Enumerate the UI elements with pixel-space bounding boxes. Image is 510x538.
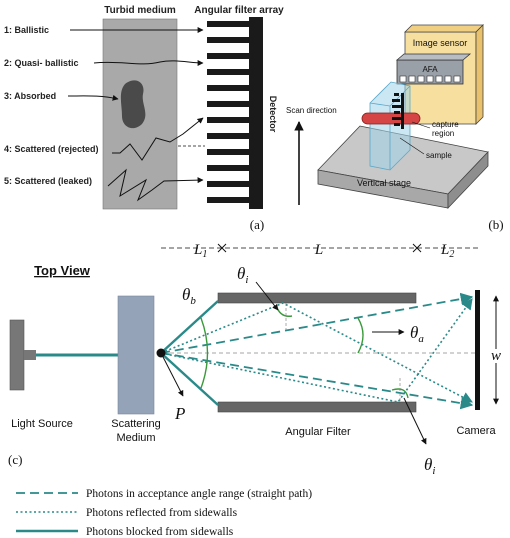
light-source-label: Light Source bbox=[11, 418, 73, 430]
panel-a: Turbid medium Angular filter array Detec… bbox=[4, 5, 284, 232]
p-pointer bbox=[160, 352, 184, 397]
turbid-medium-title: Turbid medium bbox=[104, 5, 176, 16]
capture-label: capture bbox=[432, 120, 459, 129]
dim-l1: L1 bbox=[193, 242, 207, 260]
photon-blocked-bottom bbox=[160, 352, 219, 406]
theta-b-label: θb bbox=[182, 285, 196, 307]
path-absorbed bbox=[67, 94, 119, 101]
panel-b-label: (b) bbox=[488, 217, 503, 232]
pixel-comb bbox=[392, 93, 404, 129]
dimension-ticks bbox=[217, 243, 422, 253]
row-label-scattered-leaked: 5: Scattered (leaked) bbox=[4, 176, 92, 186]
light-source-stem bbox=[24, 350, 36, 360]
angular-filter-top-wall bbox=[217, 292, 417, 304]
row-label-scattered-rejected: 4: Scattered (rejected) bbox=[4, 144, 99, 154]
theta-i-pointer-bottom bbox=[403, 397, 427, 445]
scan-direction-label: Scan direction bbox=[286, 106, 337, 115]
w-label: w bbox=[491, 348, 501, 364]
photon-blocked-top bbox=[160, 300, 219, 354]
detector-label: Detector bbox=[268, 96, 278, 133]
theta-i-arc-top bbox=[275, 304, 293, 317]
row-label-absorbed: 3: Absorbed bbox=[4, 91, 56, 101]
camera-sensor bbox=[475, 290, 480, 410]
row-label-quasi-ballistic: 2: Quasi- ballistic bbox=[4, 58, 79, 68]
panel-c-label: (c) bbox=[8, 452, 22, 467]
angular-filter-bottom-wall bbox=[217, 401, 417, 413]
angular-filter-label: Angular Filter bbox=[285, 426, 351, 438]
path-scattered-rejected bbox=[112, 117, 204, 161]
angular-filter-array-title: Angular filter array bbox=[194, 5, 284, 16]
afa-label: AFA bbox=[422, 65, 438, 74]
panel-b: Image sensor AFA Vertical stage bbox=[286, 24, 504, 232]
scattering-medium bbox=[117, 295, 155, 415]
absorber-blob bbox=[120, 80, 146, 129]
p-label: P bbox=[174, 404, 185, 423]
legend-label-straight: Photons in acceptance angle range (strai… bbox=[86, 488, 312, 500]
image-sensor-label: Image sensor bbox=[413, 38, 468, 48]
scattering-medium-label-1: Scattering bbox=[111, 418, 161, 430]
scattering-medium-label-2: Medium bbox=[116, 432, 155, 444]
capture-region-rod bbox=[361, 112, 421, 125]
row-label-ballistic: 1: Ballistic bbox=[4, 25, 49, 35]
afa-block bbox=[396, 59, 464, 85]
theta-i-arc-bottom bbox=[391, 388, 409, 399]
theta-b-arc bbox=[200, 317, 209, 389]
panel-a-label: (a) bbox=[250, 217, 264, 232]
photon-reflected-1 bbox=[160, 302, 473, 403]
light-source-body bbox=[9, 319, 25, 391]
theta-i-pointer-top bbox=[255, 281, 279, 311]
afa-cells bbox=[399, 75, 461, 83]
legend-label-blocked: Photons blocked from sidewalls bbox=[86, 526, 234, 538]
vertical-stage-label: Vertical stage bbox=[357, 178, 411, 188]
theta-a-arc bbox=[357, 317, 364, 354]
path-scattered-leaked bbox=[107, 168, 204, 202]
theta-i-label-top: θi bbox=[237, 264, 248, 286]
dim-l: L bbox=[314, 242, 323, 258]
path-quasi-ballistic bbox=[93, 59, 204, 66]
dim-l2: L2 bbox=[440, 242, 454, 260]
top-view-title: Top View bbox=[34, 263, 91, 278]
legend: Photons in acceptance angle range (strai… bbox=[16, 488, 312, 538]
camera-label: Camera bbox=[456, 425, 496, 437]
theta-a-label: θa bbox=[410, 323, 424, 345]
photon-straight-bottom bbox=[160, 352, 474, 410]
sample-label: sample bbox=[426, 151, 452, 160]
legend-label-reflected: Photons reflected from sidewalls bbox=[86, 507, 238, 519]
detector-bar bbox=[249, 17, 263, 209]
panel-c: Top View L1 L L2 Light Source Scattering… bbox=[8, 242, 504, 477]
region-label: region bbox=[432, 129, 454, 138]
theta-i-label-bottom: θi bbox=[424, 455, 435, 477]
photon-straight-top bbox=[160, 292, 474, 354]
angular-filter-array bbox=[207, 21, 249, 203]
